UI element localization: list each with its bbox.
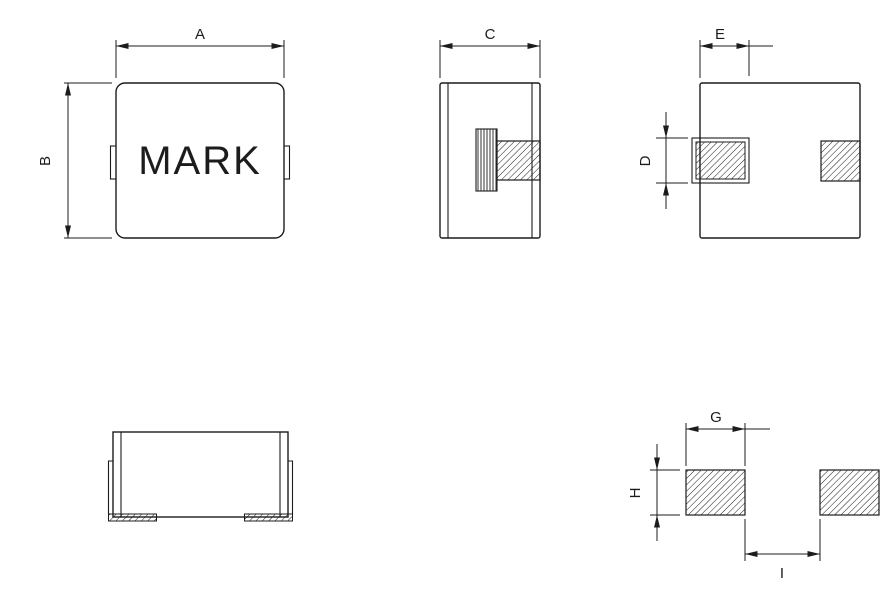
- bottom-left-side-step: [107, 460, 113, 514]
- bottom-right-foot-hatch: [244, 513, 293, 522]
- dim-label-h: H: [627, 488, 644, 499]
- side-terminal-hatch: [496, 140, 541, 181]
- end-left-terminal-hatch: [695, 141, 746, 180]
- bottom-left-foot-hatch: [108, 513, 157, 522]
- dim-label-b: B: [37, 156, 54, 166]
- land-pad-right: [819, 469, 880, 516]
- bottom-view: [107, 431, 294, 522]
- dim-label-g: G: [710, 409, 722, 426]
- mark-text: MARK: [138, 139, 262, 183]
- dimension-i: I: [744, 519, 821, 582]
- front-body: [115, 82, 285, 239]
- bottom-right-side-step: [288, 460, 294, 514]
- bottom-body: [112, 431, 289, 518]
- dimension-b: B: [37, 82, 112, 239]
- land-pattern-view: [685, 469, 880, 516]
- dim-label-i: I: [780, 565, 784, 582]
- dim-label-d: D: [637, 155, 654, 166]
- dim-label-a: A: [195, 26, 205, 43]
- dimension-c: C: [439, 26, 541, 78]
- end-left-terminal-frame: [691, 137, 750, 184]
- dim-label-e: E: [715, 26, 725, 43]
- land-pad-left: [685, 469, 746, 516]
- dimension-e: E: [699, 26, 773, 78]
- side-terminal-ribs: [475, 128, 498, 192]
- end-right-terminal-hatch: [820, 140, 861, 182]
- dimension-d: D: [637, 112, 688, 209]
- side-view: [439, 82, 541, 239]
- dimension-g: G: [685, 409, 770, 466]
- dimension-a: A: [115, 26, 285, 78]
- dimension-h: H: [627, 444, 680, 541]
- dim-label-c: C: [485, 26, 496, 43]
- end-view: [691, 82, 861, 239]
- front-view: MARK: [109, 82, 291, 239]
